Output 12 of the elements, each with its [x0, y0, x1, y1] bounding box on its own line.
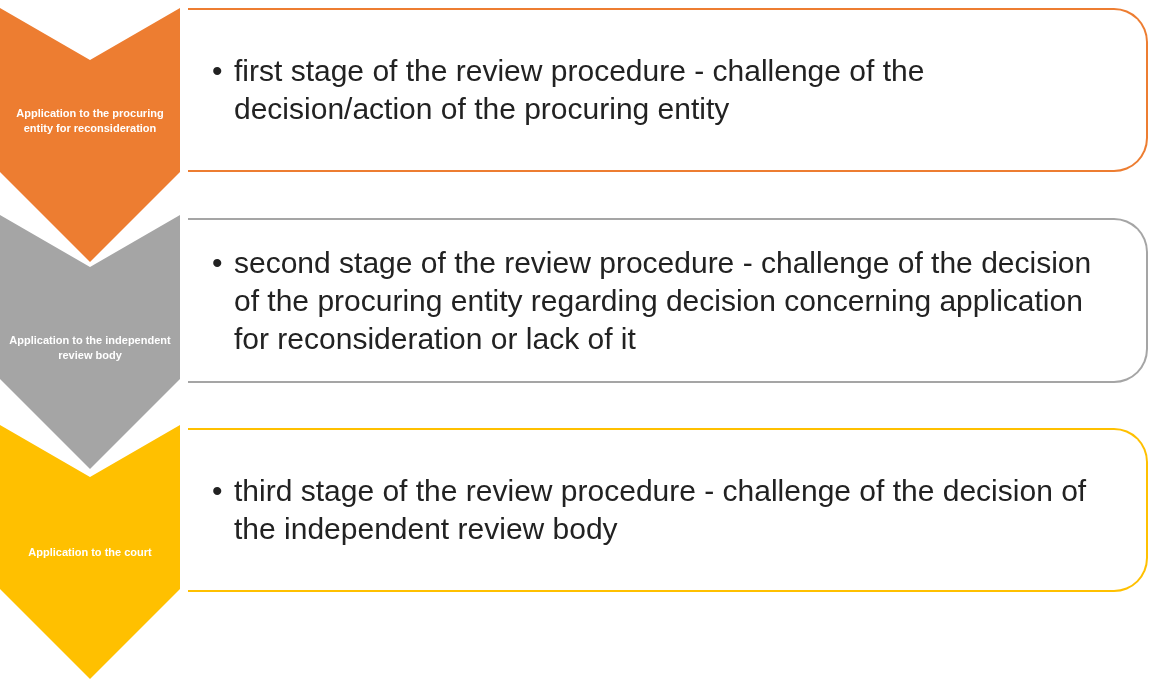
stage-label: Application to the court [27, 545, 153, 560]
bullet-marker: • [212, 473, 224, 509]
stage-description: first stage of the review procedure - challenge of the decision/action of the procuring entity [234, 53, 926, 127]
stage-description: third stage of the review procedure - challenge of the decision of the independent review body [234, 473, 1088, 547]
stage-label: Application to the independent review body [8, 333, 172, 363]
bullet-marker: • [212, 53, 224, 89]
stage-box [188, 218, 1148, 383]
stage-box [188, 428, 1148, 592]
stage-box [188, 8, 1148, 172]
stage-label: Application to the procuring entity for reconsideration [15, 106, 165, 136]
stage-description: second stage of the review procedure - challenge of the decision of the procuring entity regarding decision concerning application for reconsideration or lack of it [234, 244, 1093, 357]
bullet-marker: • [212, 244, 224, 281]
